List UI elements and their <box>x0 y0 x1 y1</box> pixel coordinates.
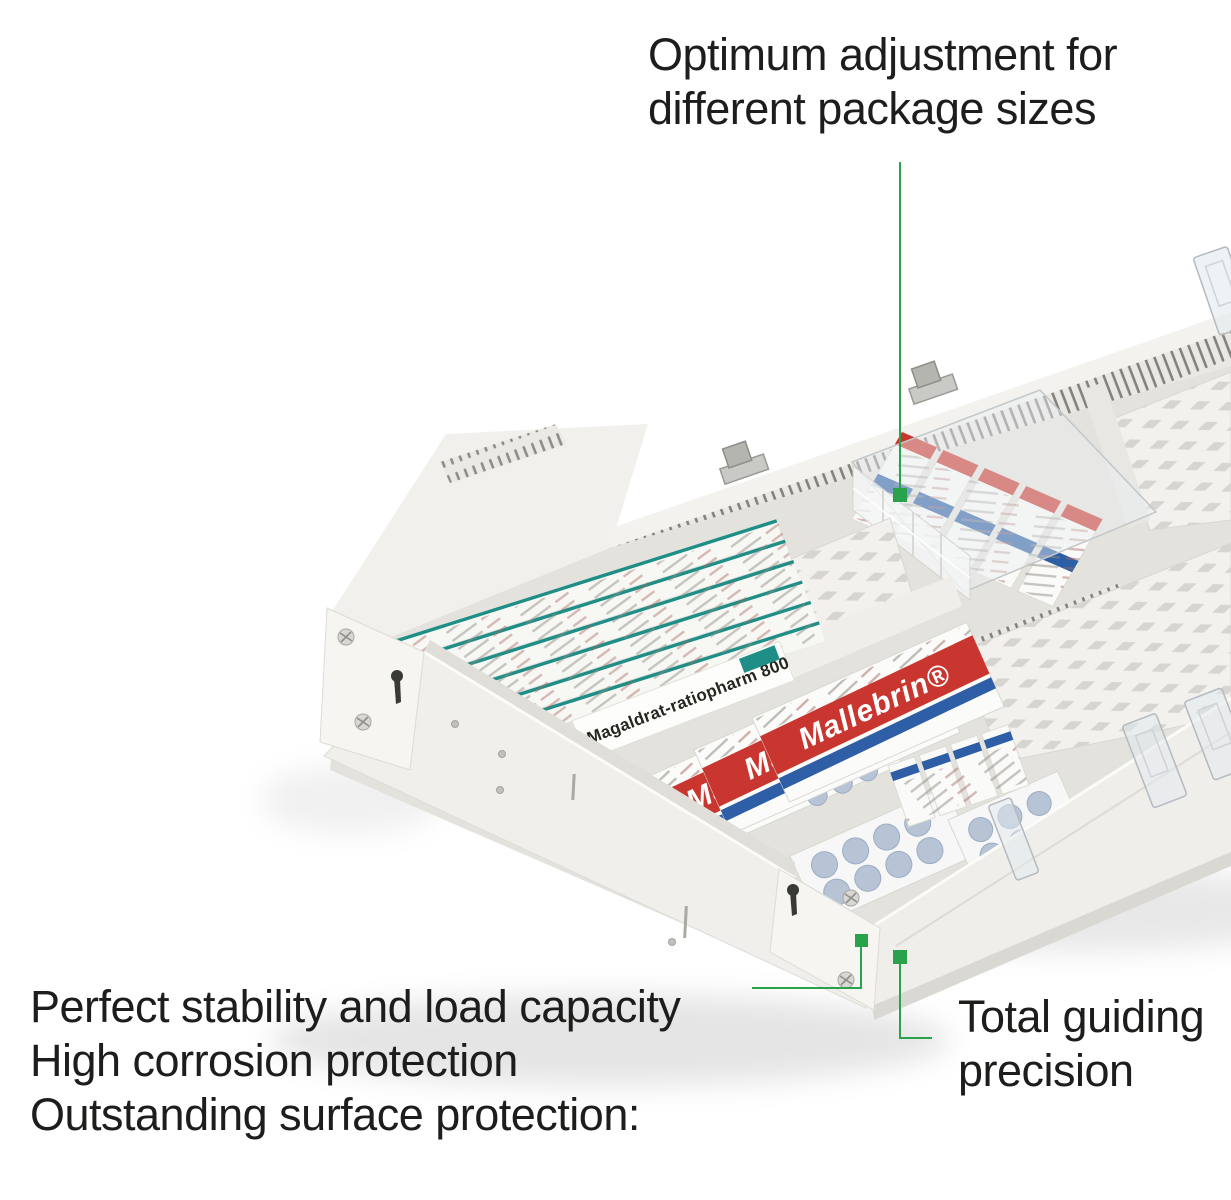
callout-marker-top <box>893 488 907 502</box>
divider-clip-clear-2 <box>1184 687 1231 781</box>
divider-clip-metal-2 <box>907 360 959 406</box>
drawer-left-back-wall <box>333 424 648 658</box>
package-red-caps <box>895 432 1103 532</box>
keyhole-icon <box>787 884 799 916</box>
annotation-top: Optimum adjustment for different package… <box>648 28 1118 136</box>
divider-clip-clear-3 <box>988 797 1039 881</box>
screw-icon <box>337 628 355 646</box>
comb-rail-left <box>440 424 566 483</box>
panel-slit-1 <box>571 773 576 801</box>
panel-holes <box>451 720 676 946</box>
package-row-upper <box>851 431 1104 607</box>
callout-marker-bottom-right <box>893 950 907 964</box>
annotation-top-line1: Optimum adjustment for <box>648 29 1118 80</box>
mesh-plate-lower-right <box>957 542 1231 763</box>
screw-icon <box>842 889 860 907</box>
front-row-blue-stripes <box>890 731 1014 782</box>
magaldrat-teal-cap <box>738 645 780 673</box>
annotation-br-line2: precision <box>958 1045 1134 1096</box>
annotation-bottom-left: Perfect stability and load capacity High… <box>30 980 681 1142</box>
mallebrin-blue-stripe <box>778 677 996 790</box>
channel-wall-center <box>756 576 962 688</box>
screw-icon <box>837 971 855 989</box>
callouts <box>752 162 932 1039</box>
drawer-left-flange <box>319 607 425 771</box>
callout-marker-bottom-left <box>855 934 868 947</box>
panel-slit-2 <box>683 905 688 939</box>
screw-icon <box>354 713 372 731</box>
package-row-front <box>887 724 1030 828</box>
annotation-bl-line3: Outstanding surface protection: <box>30 1089 640 1140</box>
annotation-bottom-right: Total guiding precision <box>958 990 1205 1098</box>
mallebrin-box-3: Mallebrin® <box>751 621 1005 803</box>
annotation-top-line2: different package sizes <box>648 83 1096 134</box>
back-rail-top <box>606 312 1231 550</box>
divider-wall-upper-right <box>1082 382 1150 528</box>
callout-line-bottom-left <box>752 947 862 989</box>
keyhole-icon <box>391 670 403 704</box>
divider-clip-clear-back <box>1193 246 1231 336</box>
divider-clip-metal-1 <box>718 440 770 486</box>
annotation-bl-line1: Perfect stability and load capacity <box>30 981 681 1032</box>
callout-line-bottom-right <box>899 963 932 1039</box>
divider-clip-clear-1 <box>1122 713 1188 809</box>
front-panel-inner-lip <box>424 640 795 878</box>
annotation-br-line1: Total guiding <box>958 991 1205 1042</box>
mallebrin-red-band <box>760 635 990 775</box>
annotation-bl-line2: High corrosion protection <box>30 1035 518 1086</box>
package-tray <box>850 389 1158 602</box>
